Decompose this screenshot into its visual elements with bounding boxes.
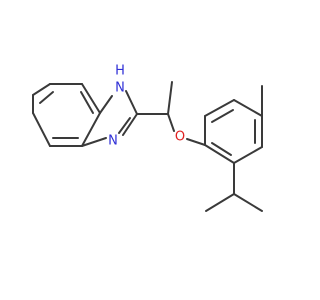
imine-nitrogen-label: N: [108, 134, 118, 149]
bond: [81, 137, 107, 147]
bond: [233, 99, 263, 117]
bond: [125, 90, 138, 115]
bond: [81, 112, 101, 147]
bond: [32, 112, 51, 147]
bond: [39, 91, 54, 104]
bond: [186, 138, 206, 146]
bond: [167, 113, 175, 132]
nh-nitrogen-label: N: [115, 81, 125, 96]
bond: [211, 142, 232, 156]
bond: [122, 113, 138, 136]
bond: [233, 146, 263, 164]
nh-hydrogen-label: H: [115, 64, 125, 79]
bond: [80, 91, 94, 114]
bond: [32, 83, 51, 96]
bond: [81, 83, 101, 114]
molecule-structure-diagram: N H N O: [32, 64, 263, 212]
bond: [233, 193, 263, 212]
bond: [118, 117, 131, 134]
bond: [205, 193, 235, 212]
bond: [167, 81, 173, 115]
ether-oxygen-label: O: [175, 130, 185, 145]
bond: [204, 144, 235, 164]
bond: [99, 95, 113, 114]
bond: [211, 109, 234, 123]
bond: [204, 99, 235, 117]
